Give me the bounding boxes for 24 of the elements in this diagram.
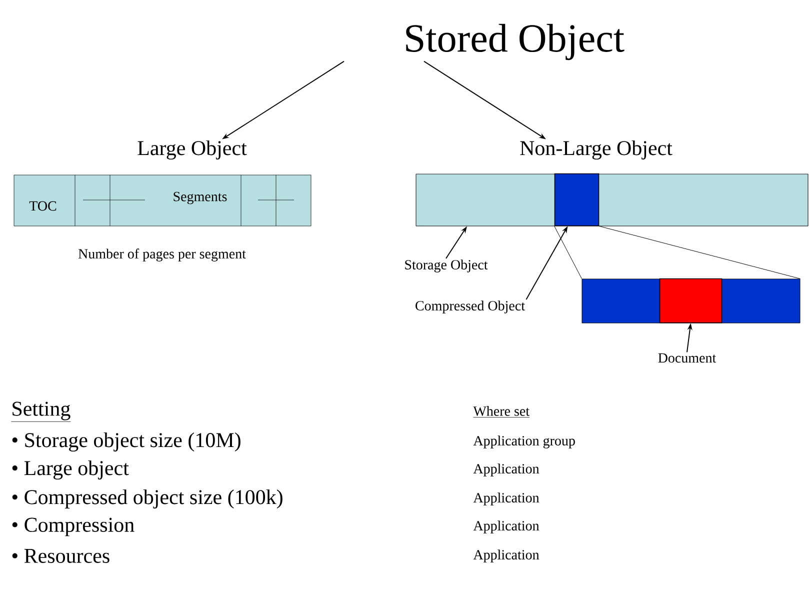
compressed-object-box	[554, 173, 600, 226]
document-box	[659, 278, 722, 324]
heading: Non-Large Object	[520, 140, 672, 160]
setting-item: • Compressed object size (100k)	[12, 489, 282, 508]
heading: Large Object	[138, 140, 247, 160]
leader-label: Storage Object	[405, 260, 488, 272]
leader-label: Document	[658, 353, 716, 363]
table-cell: Application	[473, 550, 540, 562]
table-cell: Application	[473, 464, 540, 476]
setting-item: • Large object	[12, 460, 129, 480]
column-header: Where set	[473, 406, 530, 418]
table-cell: Application	[473, 492, 540, 506]
table-cell: Application	[473, 520, 540, 534]
setting-item: • Compression	[12, 518, 134, 536]
column-header: Setting	[11, 402, 71, 422]
table-cell: Application group	[473, 436, 575, 448]
setting-item: • Resources	[12, 549, 110, 563]
setting-item: • Storage object size (10M)	[12, 432, 240, 452]
segmented-bar: TOC Segments	[14, 174, 312, 226]
title: Stored Object	[406, 24, 624, 60]
zoom-line	[598, 226, 800, 279]
leader-label: Compressed Object	[416, 300, 525, 314]
zoom-line	[554, 226, 582, 279]
caption: Number of pages per segment	[78, 248, 246, 262]
